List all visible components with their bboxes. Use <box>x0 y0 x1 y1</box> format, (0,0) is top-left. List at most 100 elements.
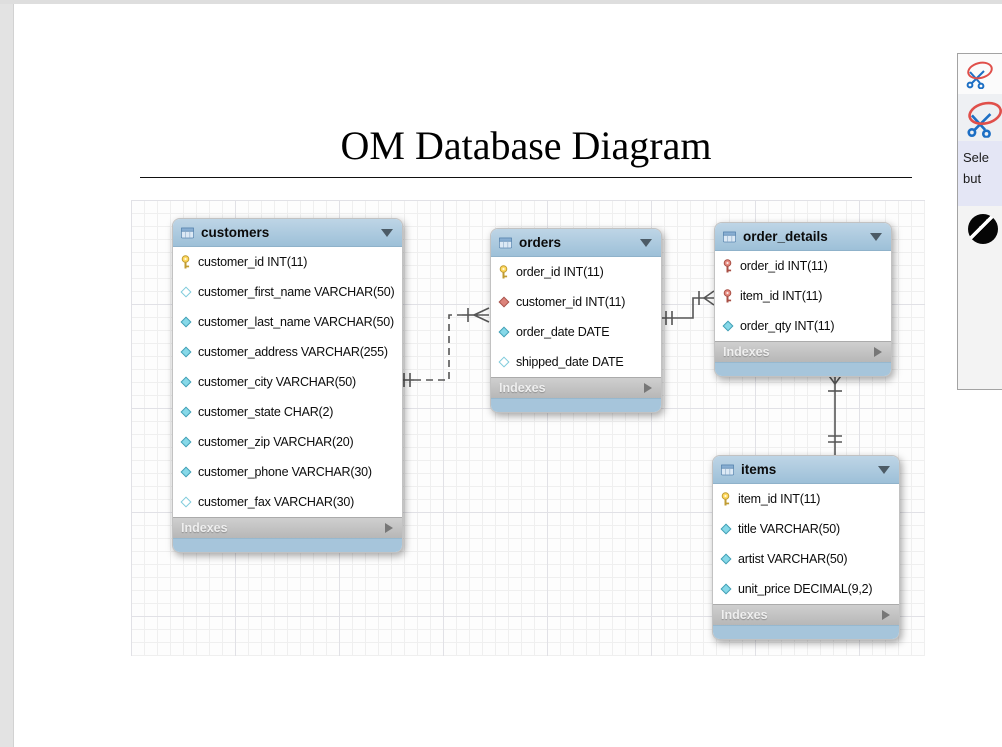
table-name: order_details <box>743 229 828 244</box>
field-text: customer_state CHAR(2) <box>198 405 334 419</box>
column-diamond-icon <box>719 582 732 597</box>
page-title: OM Database Diagram <box>340 123 712 168</box>
field-row[interactable]: customer_phone VARCHAR(30) <box>173 457 402 487</box>
field-text: customer_zip VARCHAR(20) <box>198 435 354 449</box>
collapse-triangle-icon[interactable] <box>878 465 890 474</box>
snip-tooltip-text: Sele but <box>958 141 1002 206</box>
field-text: customer_city VARCHAR(50) <box>198 375 357 389</box>
foreign-key-diamond-icon <box>497 295 510 310</box>
field-text: customer_phone VARCHAR(30) <box>198 465 372 479</box>
column-diamond-hollow-icon <box>179 495 192 510</box>
column-diamond-icon <box>179 435 192 450</box>
field-row[interactable]: order_qty INT(11) <box>715 311 891 341</box>
table-customers[interactable]: customers customer_id INT(11) customer_fir… <box>172 218 403 553</box>
window-edge-top <box>0 0 1002 4</box>
field-text: title VARCHAR(50) <box>738 522 840 536</box>
indexes-label: Indexes <box>181 521 228 535</box>
expand-arrow-icon[interactable] <box>644 383 652 393</box>
table-grid-icon <box>723 229 736 244</box>
primary-foreign-key-icon <box>721 258 734 274</box>
field-row[interactable]: customer_first_name VARCHAR(50) <box>173 277 402 307</box>
field-row[interactable]: item_id INT(11) <box>715 281 891 311</box>
expand-arrow-icon[interactable] <box>882 610 890 620</box>
column-diamond-icon <box>179 405 192 420</box>
table-header-items[interactable]: items <box>713 456 899 484</box>
field-row[interactable]: order_id INT(11) <box>715 251 891 281</box>
field-row[interactable]: customer_id INT(11) <box>491 287 661 317</box>
column-diamond-icon <box>179 375 192 390</box>
freeform-snip-icon-large <box>964 97 1002 138</box>
field-row[interactable]: item_id INT(11) <box>713 484 899 514</box>
field-row[interactable]: customer_address VARCHAR(255) <box>173 337 402 367</box>
indexes-label: Indexes <box>499 381 546 395</box>
column-diamond-hollow-icon <box>179 285 192 300</box>
field-row[interactable]: unit_price DECIMAL(9,2) <box>713 574 899 604</box>
primary-key-icon <box>179 254 192 270</box>
freeform-snip-button[interactable] <box>958 54 1002 94</box>
field-row[interactable]: customer_last_name VARCHAR(50) <box>173 307 402 337</box>
table-grid-icon <box>721 462 734 477</box>
primary-foreign-key-icon <box>721 288 734 304</box>
indexes-bar[interactable]: Indexes <box>173 517 402 538</box>
primary-key-icon <box>497 264 510 280</box>
indexes-label: Indexes <box>723 345 770 359</box>
window-edge-left <box>0 0 14 747</box>
field-text: item_id INT(11) <box>738 492 821 506</box>
table-name: customers <box>201 225 270 240</box>
indexes-bar[interactable]: Indexes <box>715 341 891 362</box>
indexes-bar[interactable]: Indexes <box>491 377 661 398</box>
sketch-icon[interactable] <box>968 214 998 244</box>
field-text: customer_fax VARCHAR(30) <box>198 495 355 509</box>
field-row[interactable]: artist VARCHAR(50) <box>713 544 899 574</box>
panel-lower-area <box>958 206 1002 249</box>
field-text: order_date DATE <box>516 325 610 339</box>
table-footer-bar <box>491 398 661 412</box>
table-name: items <box>741 462 777 477</box>
freeform-snip-icon <box>964 59 995 90</box>
field-row[interactable]: order_date DATE <box>491 317 661 347</box>
tooltip-line-2: but <box>963 170 982 186</box>
field-row[interactable]: customer_fax VARCHAR(30) <box>173 487 402 517</box>
field-row[interactable]: customer_city VARCHAR(50) <box>173 367 402 397</box>
collapse-triangle-icon[interactable] <box>870 232 882 241</box>
field-text: customer_first_name VARCHAR(50) <box>198 285 395 299</box>
table-items[interactable]: items item_id INT(11) title VARCHAR(50) art… <box>712 455 900 640</box>
table-grid-icon <box>499 235 512 250</box>
field-text: customer_last_name VARCHAR(50) <box>198 315 394 329</box>
table-footer-bar <box>713 625 899 639</box>
table-footer-bar <box>715 362 891 376</box>
expand-arrow-icon[interactable] <box>385 523 393 533</box>
field-text: order_qty INT(11) <box>740 319 835 333</box>
table-header-order_details[interactable]: order_details <box>715 223 891 251</box>
table-order_details[interactable]: order_details order_id INT(11) item_id INT… <box>714 222 892 377</box>
field-row[interactable]: shipped_date DATE <box>491 347 661 377</box>
table-grid-icon <box>181 225 194 240</box>
indexes-bar[interactable]: Indexes <box>713 604 899 625</box>
column-diamond-icon <box>719 522 732 537</box>
column-diamond-icon <box>179 345 192 360</box>
collapse-triangle-icon[interactable] <box>381 228 393 237</box>
collapse-triangle-icon[interactable] <box>640 238 652 247</box>
table-header-orders[interactable]: orders <box>491 229 661 257</box>
column-diamond-icon <box>719 552 732 567</box>
tooltip-line-1: Sele <box>963 150 990 165</box>
field-text: artist VARCHAR(50) <box>738 552 848 566</box>
snipping-toolbar-panel: Sele but <box>957 53 1002 390</box>
field-row[interactable]: customer_id INT(11) <box>173 247 402 277</box>
field-text: item_id INT(11) <box>740 289 823 303</box>
field-text: customer_id INT(11) <box>198 255 308 269</box>
field-text: shipped_date DATE <box>516 355 624 369</box>
column-diamond-icon <box>721 319 734 334</box>
field-row[interactable]: customer_zip VARCHAR(20) <box>173 427 402 457</box>
freeform-snip-button-large[interactable] <box>958 94 1002 141</box>
table-header-customers[interactable]: customers <box>173 219 402 247</box>
indexes-label: Indexes <box>721 608 768 622</box>
title-underline <box>140 177 912 178</box>
field-row[interactable]: customer_state CHAR(2) <box>173 397 402 427</box>
field-row[interactable]: title VARCHAR(50) <box>713 514 899 544</box>
expand-arrow-icon[interactable] <box>874 347 882 357</box>
field-row[interactable]: order_id INT(11) <box>491 257 661 287</box>
table-footer-bar <box>173 538 402 552</box>
